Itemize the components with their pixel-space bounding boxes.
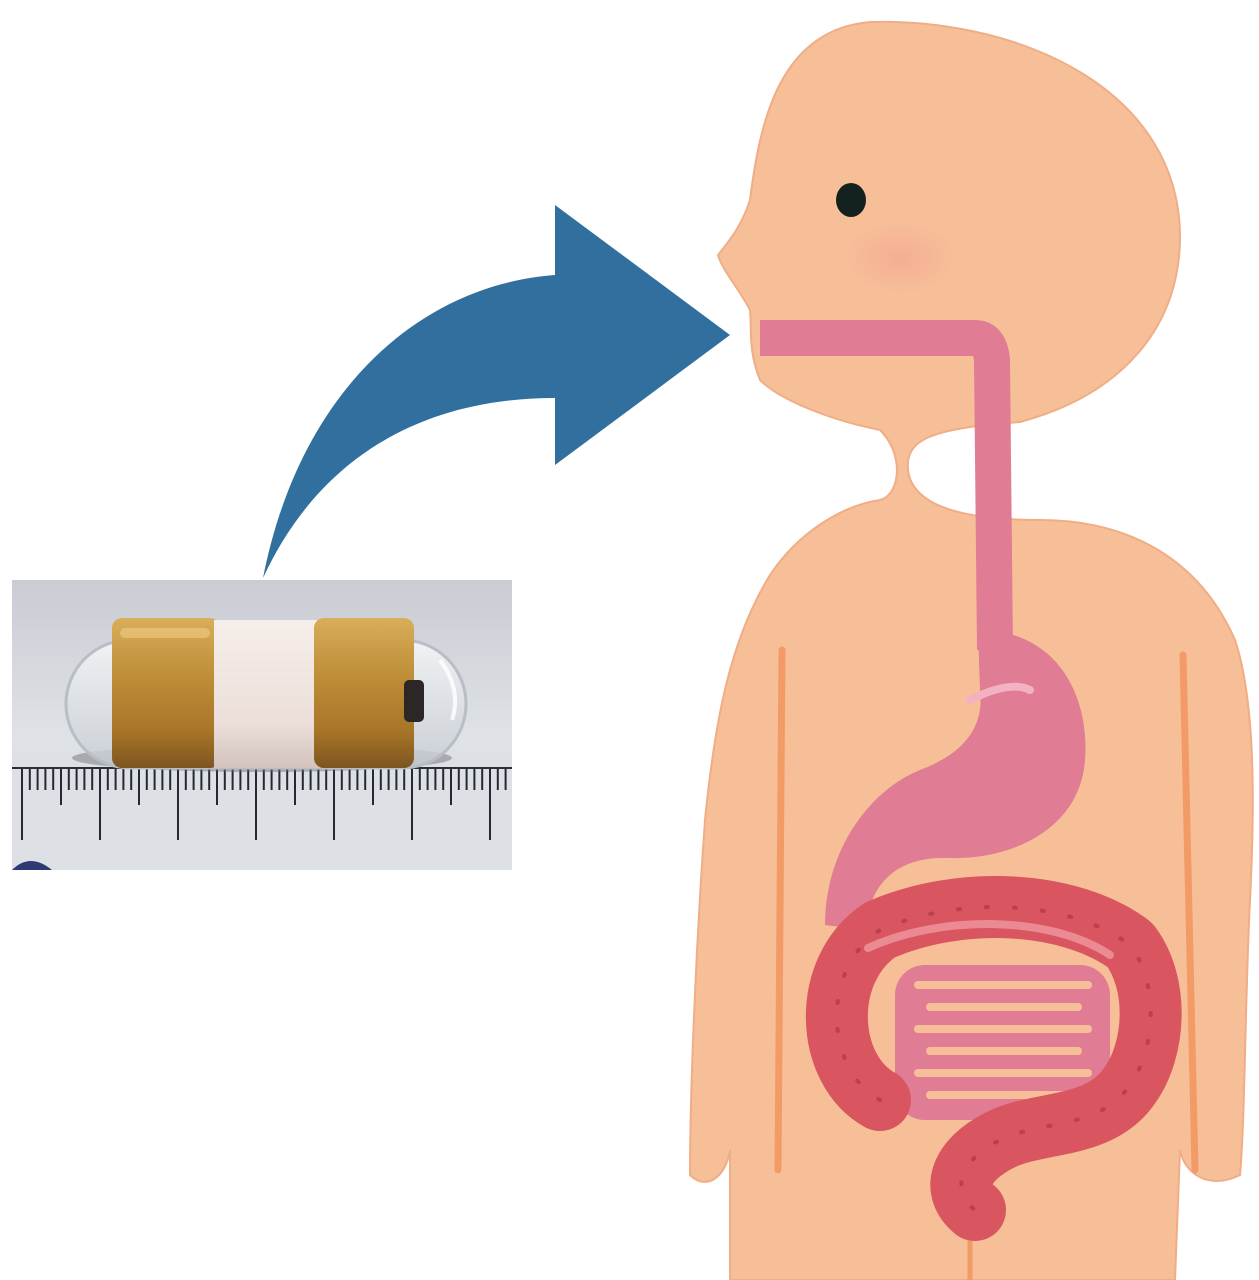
capsule-end-cap — [404, 680, 424, 722]
ruler-paper — [12, 760, 512, 870]
gold-band-left — [112, 618, 220, 768]
human-figure — [690, 22, 1253, 1280]
curved-arrow-icon — [263, 205, 730, 578]
gold-highlight — [120, 628, 210, 638]
capsule-photo — [12, 580, 512, 870]
cheek-blush — [840, 220, 960, 296]
left-arm-line — [778, 650, 782, 1170]
white-band — [214, 620, 320, 768]
eye-icon — [836, 183, 866, 217]
gold-band-right — [314, 618, 414, 768]
